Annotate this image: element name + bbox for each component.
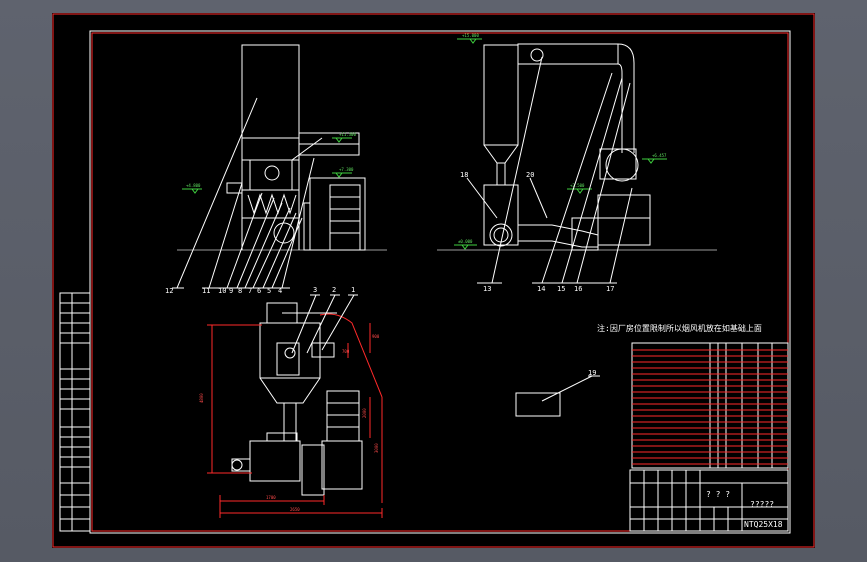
svg-text:8: 8 (238, 287, 242, 295)
part-labels-top-left: 12 11 10 9 8 7 6 5 4 (165, 287, 282, 295)
parts-list-table (631, 342, 789, 469)
leader-lines-top-left (172, 97, 315, 289)
svg-text:6: 6 (257, 287, 261, 295)
svg-text:16: 16 (574, 285, 582, 293)
svg-text:20: 20 (526, 171, 534, 179)
svg-text:+11.300: +11.300 (339, 132, 356, 137)
svg-text:10: 10 (218, 287, 226, 295)
outer-frame (52, 13, 815, 548)
title-question-marks: ? ? ? (706, 490, 730, 499)
svg-text:11: 11 (202, 287, 210, 295)
svg-text:18: 18 (460, 171, 468, 179)
svg-text:15: 15 (557, 285, 565, 293)
svg-text:2000: 2000 (362, 408, 367, 418)
svg-text:±0.000: ±0.000 (458, 239, 473, 244)
svg-text:7: 7 (248, 287, 252, 295)
svg-text:12: 12 (165, 287, 173, 295)
svg-text:1: 1 (351, 286, 355, 294)
note-text: 注:因厂房位置限制所以烟风机放在如基础上面 (597, 323, 762, 333)
drawing-model-number: NTQ25X18 (744, 520, 783, 529)
svg-text:4800: 4800 (199, 393, 204, 403)
svg-text:2: 2 (332, 286, 336, 294)
plan-view (231, 302, 363, 496)
left-revision-table (59, 292, 91, 532)
svg-text:3: 3 (313, 286, 317, 294)
part-labels-plan: 3 2 1 (313, 286, 355, 294)
title-question-marks-2: ????? (750, 500, 774, 509)
part-labels-top-right: 13 18 20 14 15 16 17 (460, 171, 614, 293)
svg-text:13: 13 (483, 285, 491, 293)
svg-text:+15.000: +15.000 (462, 33, 479, 38)
svg-text:5: 5 (267, 287, 271, 295)
svg-text:+4.800: +4.800 (186, 183, 201, 188)
inner-frame-red (91, 32, 789, 532)
cad-drawing: +11.300 +7.300 +4.800 12 11 10 9 8 7 6 5… (52, 13, 815, 548)
svg-text:17: 17 (606, 285, 614, 293)
svg-text:+7.300: +7.300 (339, 167, 354, 172)
svg-text:4: 4 (278, 287, 282, 295)
svg-text:9: 9 (229, 287, 233, 295)
leader-lines-plan (291, 294, 358, 354)
title-block (629, 469, 789, 532)
part-19-box (515, 392, 561, 417)
svg-text:3000: 3000 (374, 443, 379, 453)
inner-frame (89, 30, 791, 534)
plan-dimensions: 4800 3000 2000 900 700 1700 2650 (199, 313, 383, 518)
drawing-sheet: +11.300 +7.300 +4.800 12 11 10 9 8 7 6 5… (52, 13, 815, 548)
level-markers-right: +15.000 +6.457 +2.500 ±0.000 (454, 33, 667, 250)
svg-text:900: 900 (372, 334, 380, 339)
svg-text:+6.457: +6.457 (652, 153, 667, 158)
leader-lines-top-right (466, 56, 633, 284)
part-19-label: 19 (588, 369, 596, 377)
svg-text:1700: 1700 (266, 495, 276, 500)
level-markers-left: +11.300 +7.300 +4.800 (182, 132, 356, 194)
svg-text:+2.500: +2.500 (570, 183, 585, 188)
svg-text:14: 14 (537, 285, 545, 293)
svg-text:700: 700 (342, 349, 350, 354)
svg-text:2650: 2650 (290, 507, 300, 512)
dryer-tower-elevation (226, 44, 366, 251)
